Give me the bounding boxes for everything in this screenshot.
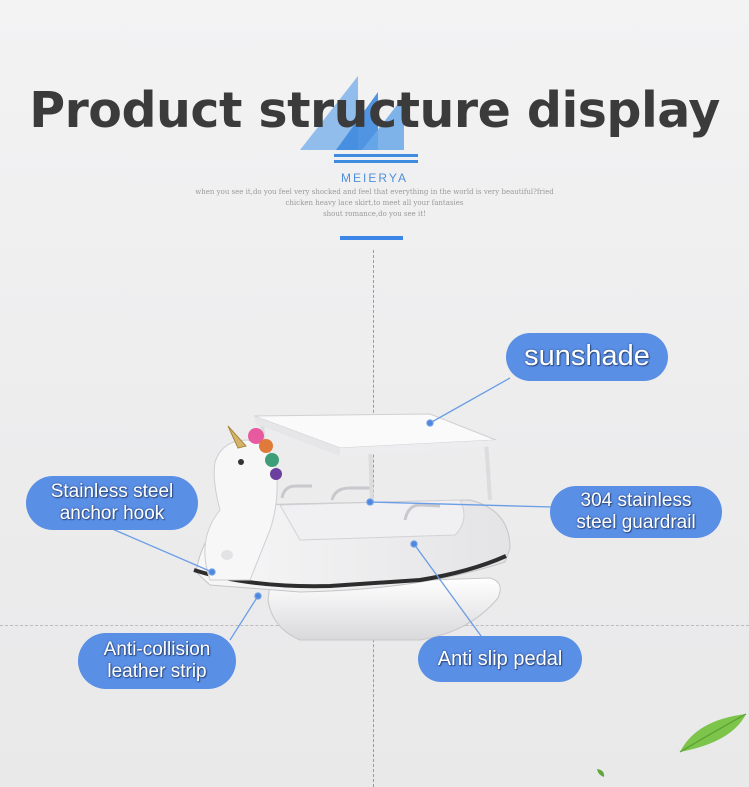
label-pedal-text: Anti slip pedal [437,647,563,670]
label-leather-strip: Anti-collision leather strip [78,633,236,689]
label-guardrail-line1: 304 stainless [580,490,692,512]
leaf-icon [679,713,747,753]
meierya-logo-icon [300,76,418,163]
label-strip-line2: leather strip [107,661,207,682]
tagline-line: chicken heavy lace skirt,to meet all you… [285,199,464,207]
tagline-line: when you see it,do you feel very shocked… [195,188,554,196]
label-sunshade-text: sunshade [524,340,650,373]
label-anchor-line2: anchor hook [59,503,165,524]
page-title: Product structure display [29,82,720,139]
accent-bar [340,236,403,240]
label-anchor-hook: Stainless steel anchor hook [26,476,198,530]
tagline-line: shout romance,do you see it! [323,210,426,218]
label-anti-slip-pedal: Anti slip pedal [418,636,582,682]
label-sunshade: sunshade [506,333,668,381]
label-steel-guardrail: 304 stainless steel guardrail [550,486,722,538]
label-anchor-line1: Stainless steel [50,481,174,503]
label-guardrail-line2: steel guardrail [576,512,696,533]
brand-tagline: when you see it,do you feel very shocked… [180,187,569,220]
small-leaf-icon [597,769,605,777]
label-strip-line1: Anti-collision [103,639,211,661]
brand-name: MEIERYA [341,171,408,185]
